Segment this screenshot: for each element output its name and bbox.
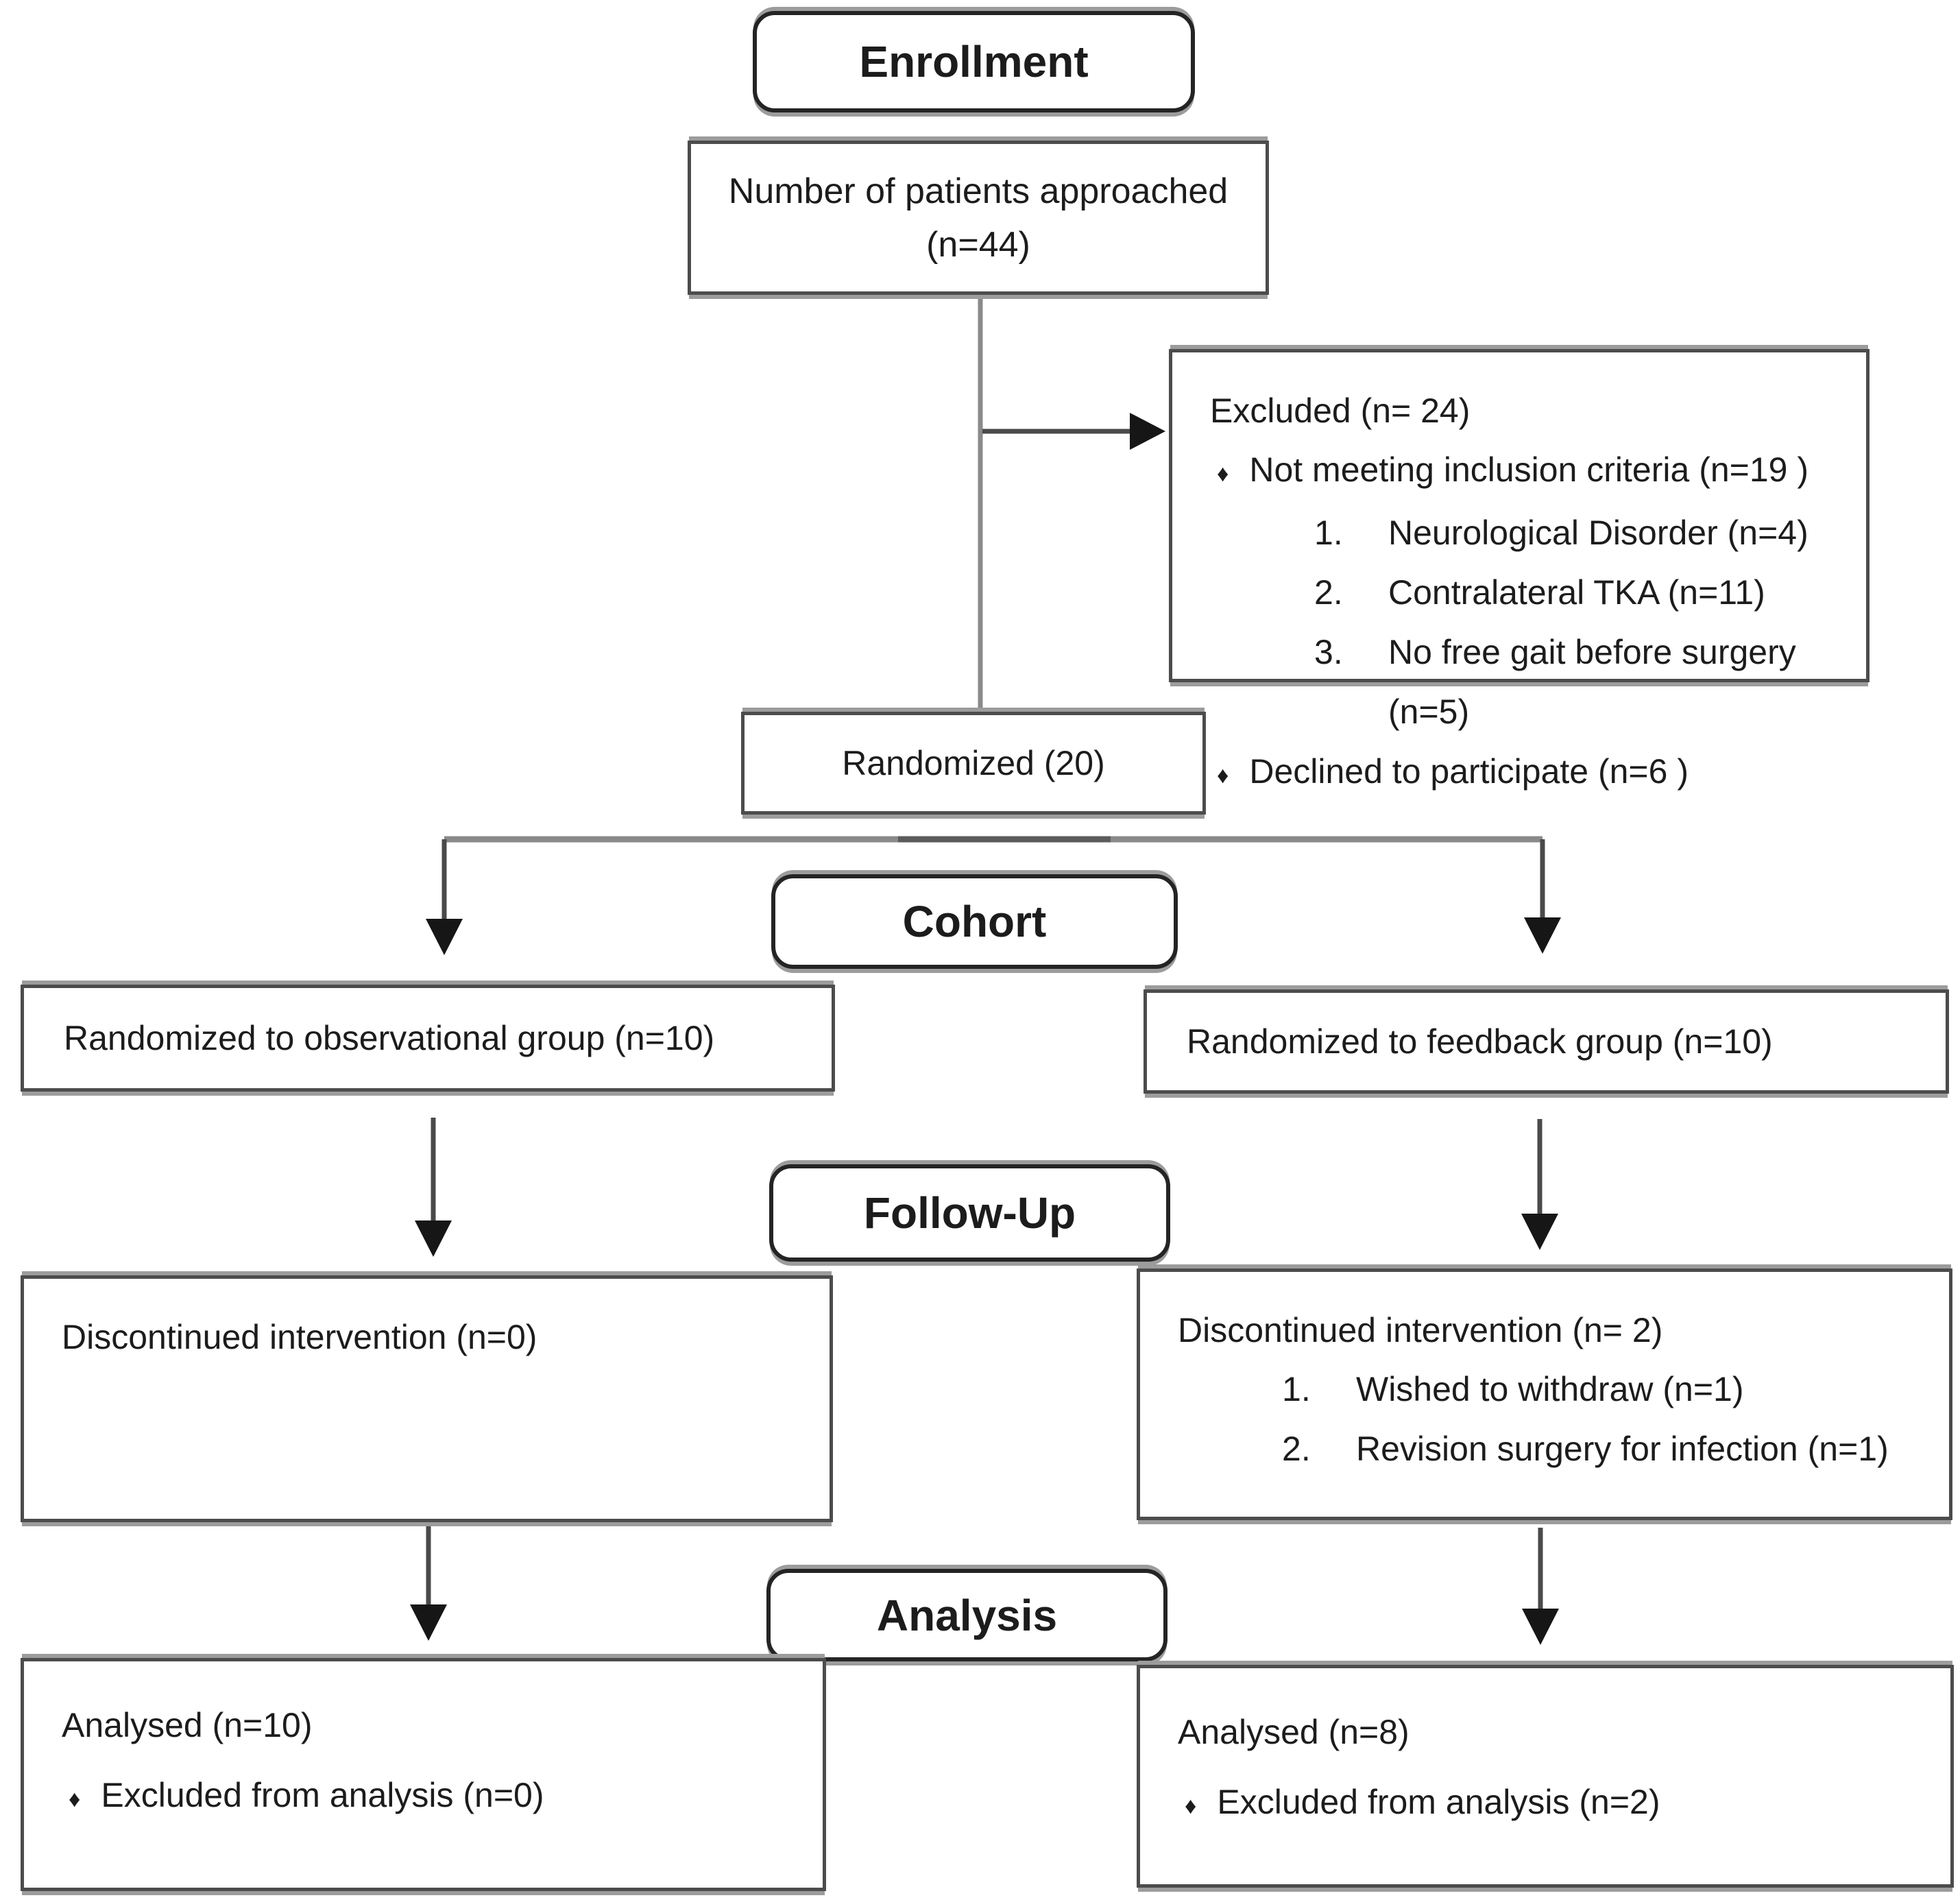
excluded-not-meeting-row: ♦ Not meeting inclusion criteria (n=19 ): [1210, 440, 1846, 503]
approached-line1: Number of patients approached: [728, 171, 1229, 211]
feedback-group-text: Randomized to feedback group (n=10): [1187, 1022, 1773, 1061]
discontinued-feedback-title: Discontinued intervention (n= 2): [1178, 1311, 1663, 1349]
diamond-bullet-icon: ♦: [1217, 762, 1229, 789]
stage-label-analysis-text: Analysis: [876, 1590, 1058, 1640]
observational-group-box: Randomized to observational group (n=10): [21, 985, 835, 1092]
diamond-bullet-icon: ♦: [1185, 1793, 1197, 1819]
stage-label-cohort: Cohort: [771, 874, 1178, 969]
arrowhead-feedback: [1524, 917, 1561, 954]
excluded-box: Excluded (n= 24) ♦ Not meeting inclusion…: [1169, 349, 1870, 791]
feedback-group-box: Randomized to feedback group (n=10): [1144, 989, 1949, 1094]
discontinued-feedback-reason-list: Wished to withdraw (n=1) Revision surger…: [1178, 1360, 1928, 1479]
excluded-not-meeting-text: Not meeting inclusion criteria (n=19 ): [1249, 450, 1809, 489]
discontinued-feedback-box: Discontinued intervention (n= 2) Wished …: [1137, 1268, 1952, 1520]
randomized-box: Randomized (20): [741, 712, 1206, 815]
stage-label-followup: Follow-Up: [769, 1164, 1170, 1262]
arrowhead-discontinued-feedback: [1521, 1214, 1558, 1250]
arrowhead-analysed-observational: [410, 1604, 447, 1641]
arrowhead-discontinued-observational: [415, 1220, 452, 1257]
discontinued-feedback-reason-item: Wished to withdraw (n=1): [1282, 1360, 1744, 1419]
discontinued-feedback-reason-item: Revision surgery for infection (n=1): [1282, 1419, 1889, 1479]
diamond-bullet-icon: ♦: [69, 1786, 81, 1812]
excluded-declined-row: ♦ Declined to participate (n=6 ): [1210, 742, 1846, 805]
arrowhead-excluded: [1130, 413, 1165, 450]
arrowhead-analysed-feedback: [1522, 1609, 1559, 1645]
analysed-observational-box: Analysed (n=10) ♦ Excluded from analysis…: [21, 1658, 826, 1891]
analysed-feedback-title: Analysed (n=8): [1178, 1713, 1409, 1751]
stage-label-enrollment: Enrollment: [753, 11, 1195, 112]
observational-group-text: Randomized to observational group (n=10): [64, 1019, 715, 1057]
stage-label-analysis: Analysis: [766, 1569, 1167, 1661]
discontinued-observational-box: Discontinued intervention (n=0): [21, 1275, 833, 1522]
analysed-observational-excluded-row: ♦ Excluded from analysis (n=0): [62, 1760, 802, 1834]
approached-box: Number of patients approached (n=44): [688, 141, 1269, 295]
randomized-text: Randomized (20): [842, 744, 1105, 782]
analysed-observational-title: Analysed (n=10): [62, 1706, 313, 1744]
discontinued-observational-title: Discontinued intervention (n=0): [62, 1318, 537, 1356]
diamond-bullet-icon: ♦: [1217, 461, 1229, 487]
approached-count: (n=44): [926, 224, 1030, 265]
stage-label-enrollment-text: Enrollment: [859, 37, 1089, 86]
analysed-feedback-excluded-text: Excluded from analysis (n=2): [1217, 1783, 1660, 1821]
excluded-declined-text: Declined to participate (n=6 ): [1249, 752, 1689, 791]
arrowhead-observational: [426, 919, 463, 955]
excluded-reason-list: Neurological Disorder (n=4) Contralatera…: [1210, 503, 1846, 742]
analysed-feedback-box: Analysed (n=8) ♦ Excluded from analysis …: [1137, 1665, 1954, 1888]
excluded-reason-item: No free gait before surgery (n=5): [1314, 623, 1796, 731]
excluded-reason-item: Neurological Disorder (n=4): [1314, 503, 1808, 563]
excluded-title: Excluded (n= 24): [1210, 392, 1471, 430]
stage-label-cohort-text: Cohort: [902, 897, 1047, 946]
stage-label-followup-text: Follow-Up: [863, 1188, 1076, 1238]
excluded-reason-item: Contralateral TKA (n=11): [1314, 563, 1765, 623]
analysed-feedback-excluded-row: ♦ Excluded from analysis (n=2): [1178, 1767, 1930, 1841]
analysed-observational-excluded-text: Excluded from analysis (n=0): [101, 1776, 544, 1814]
